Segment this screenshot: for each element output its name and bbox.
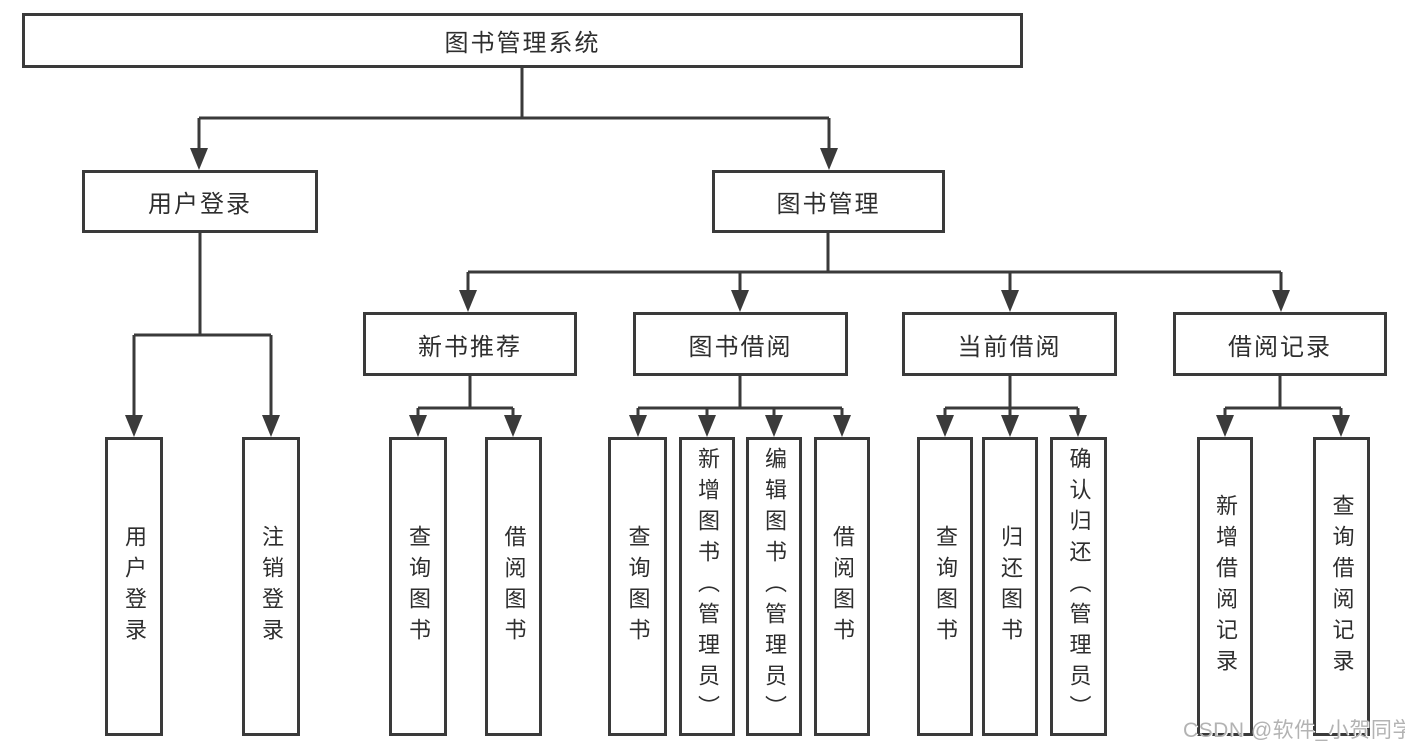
arrowhead-icon	[698, 415, 716, 437]
connector-current-borrow-children	[936, 376, 1087, 437]
node-book-mgmt-label: 图书管理	[776, 191, 881, 218]
arrowhead-icon	[820, 148, 838, 170]
node-borrow-record: 借阅记录	[1173, 312, 1387, 376]
connector-new-book-rec-children	[409, 376, 522, 437]
arrowhead-icon	[409, 415, 427, 437]
leaf-borrow-edit-admin: 编辑图书（管理员）	[746, 437, 802, 736]
node-new-book-rec: 新书推荐	[363, 312, 577, 376]
arrowhead-icon	[190, 148, 208, 170]
leaf-user-login-label: 用户登录	[122, 524, 147, 649]
node-book-mgmt: 图书管理	[712, 170, 945, 233]
connector-book-mgmt-children	[459, 233, 1290, 312]
leaf-logout-label: 注销登录	[259, 524, 284, 649]
arrowhead-icon	[1272, 290, 1290, 312]
leaf-current-query: 查询图书	[917, 437, 973, 736]
node-user-login-label: 用户登录	[148, 191, 252, 218]
leaf-logout: 注销登录	[242, 437, 300, 736]
arrowhead-icon	[629, 415, 647, 437]
leaf-current-confirm-admin: 确认归还（管理员）	[1050, 437, 1107, 736]
leaf-current-confirm-admin-label: 确认归还（管理员）	[1066, 447, 1092, 726]
leaf-record-add-label: 新增借阅记录	[1213, 493, 1238, 680]
leaf-record-query: 查询借阅记录	[1313, 437, 1370, 736]
node-current-borrow: 当前借阅	[902, 312, 1117, 376]
connector-user-login-children	[125, 233, 280, 437]
leaf-newbook-borrow-label: 借阅图书	[501, 524, 527, 649]
leaf-borrow-borrow: 借阅图书	[814, 437, 870, 736]
connector-root-to-level2	[190, 68, 838, 170]
leaf-current-return: 归还图书	[982, 437, 1038, 736]
arrowhead-icon	[765, 415, 783, 437]
node-current-borrow-label: 当前借阅	[957, 333, 1062, 361]
node-book-borrow-label: 图书借阅	[688, 333, 793, 361]
node-book-borrow: 图书借阅	[633, 312, 848, 376]
arrowhead-icon	[1216, 415, 1234, 437]
leaf-current-return-label: 归还图书	[998, 524, 1023, 649]
leaf-borrow-add-admin: 新增图书（管理员）	[679, 437, 735, 736]
leaf-current-query-label: 查询图书	[933, 524, 958, 649]
leaf-borrow-edit-admin-label: 编辑图书（管理员）	[762, 447, 787, 726]
node-borrow-record-label: 借阅记录	[1228, 333, 1332, 361]
arrowhead-icon	[1069, 415, 1087, 437]
node-user-login: 用户登录	[82, 170, 318, 233]
leaf-borrow-query-label: 查询图书	[625, 524, 651, 649]
leaf-record-query-label: 查询借阅记录	[1329, 493, 1355, 680]
arrowhead-icon	[504, 415, 522, 437]
node-root-label: 图书管理系统	[444, 30, 601, 57]
arrowhead-icon	[936, 415, 954, 437]
leaf-record-add: 新增借阅记录	[1197, 437, 1253, 736]
arrowhead-icon	[125, 415, 143, 437]
node-root: 图书管理系统	[22, 13, 1023, 68]
leaf-borrow-borrow-label: 借阅图书	[830, 524, 855, 649]
connector-borrow-record-children	[1216, 376, 1350, 437]
arrowhead-icon	[459, 290, 477, 312]
leaf-newbook-borrow: 借阅图书	[485, 437, 542, 736]
arrowhead-icon	[1001, 415, 1019, 437]
watermark-csdn: CSDN @软件_小贺同学	[1183, 719, 1405, 742]
arrowhead-icon	[1001, 290, 1019, 312]
leaf-borrow-query: 查询图书	[608, 437, 667, 736]
arrowhead-icon	[1332, 415, 1350, 437]
arrowhead-icon	[731, 290, 749, 312]
leaf-newbook-query-label: 查询图书	[406, 524, 431, 649]
connector-book-borrow-children	[629, 376, 851, 437]
node-new-book-rec-label: 新书推荐	[418, 333, 522, 361]
leaf-user-login: 用户登录	[105, 437, 163, 736]
leaf-newbook-query: 查询图书	[389, 437, 447, 736]
leaf-borrow-add-admin-label: 新增图书（管理员）	[695, 447, 720, 726]
arrowhead-icon	[833, 415, 851, 437]
arrowhead-icon	[262, 415, 280, 437]
